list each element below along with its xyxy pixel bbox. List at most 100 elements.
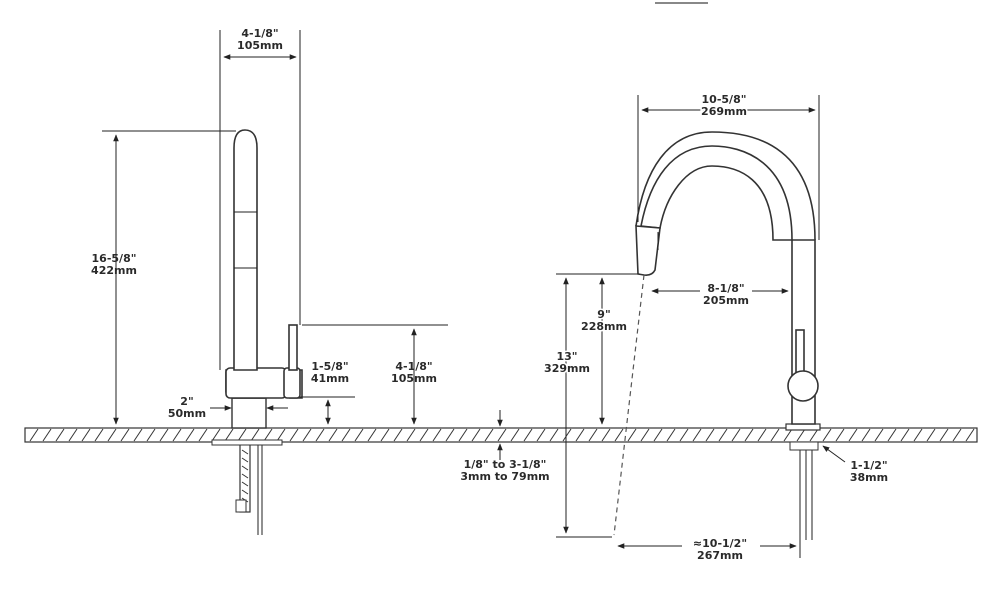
left-top-width-label: 4-1/8" 105mm bbox=[237, 27, 283, 52]
svg-text:105mm: 105mm bbox=[391, 372, 437, 385]
countertop-hatch-line bbox=[887, 428, 897, 442]
svg-text:8-1/8": 8-1/8" bbox=[707, 282, 744, 295]
countertop-hatch-line bbox=[172, 428, 182, 442]
countertop-hatch-line bbox=[939, 428, 949, 442]
countertop-hatch-line bbox=[744, 428, 754, 442]
countertop-hatch-line bbox=[354, 428, 364, 442]
countertop-hatch-line bbox=[302, 428, 312, 442]
left-spout-height-label: 4-1/8" 105mm bbox=[391, 360, 437, 385]
countertop-hatch-line bbox=[250, 428, 260, 442]
svg-text:205mm: 205mm bbox=[703, 294, 749, 307]
countertop-hatch-line bbox=[809, 428, 819, 442]
countertop-hatch-line bbox=[29, 428, 39, 442]
svg-text:16-5/8": 16-5/8" bbox=[92, 252, 137, 265]
countertop-hatch-line bbox=[380, 428, 390, 442]
right-spout-clearance-label: 9" 228mm bbox=[580, 307, 629, 335]
countertop-hatch-line bbox=[705, 428, 715, 442]
countertop-hatch-line bbox=[770, 428, 780, 442]
right-dimension-lines bbox=[556, 95, 846, 558]
countertop-hatch-line bbox=[835, 428, 845, 442]
countertop-hatch-line bbox=[510, 428, 520, 442]
svg-text:269mm: 269mm bbox=[701, 105, 747, 118]
countertop-hatch-line bbox=[575, 428, 585, 442]
countertop-hatch-line bbox=[601, 428, 611, 442]
countertop-hatch-line bbox=[588, 428, 598, 442]
svg-text:38mm: 38mm bbox=[850, 471, 888, 484]
countertop-hatch-line bbox=[458, 428, 468, 442]
svg-text:1-1/2": 1-1/2" bbox=[850, 459, 887, 472]
countertop-hatch-line bbox=[965, 428, 975, 442]
countertop-hatch-line bbox=[289, 428, 299, 442]
deck-thickness-label: 1/8" to 3-1/8" 3mm to 79mm bbox=[460, 458, 549, 483]
countertop-hatch-line bbox=[237, 428, 247, 442]
svg-text:1/8" to 3-1/8": 1/8" to 3-1/8" bbox=[464, 458, 547, 471]
countertop-hatch-line bbox=[120, 428, 130, 442]
countertop-hatch-line bbox=[523, 428, 533, 442]
left-lever-height-label: 1-5/8" 41mm bbox=[311, 360, 349, 385]
countertop-hatch-line bbox=[68, 428, 78, 442]
countertop-hatch-line bbox=[341, 428, 351, 442]
countertop-hatch-line bbox=[900, 428, 910, 442]
countertop-hatch-line bbox=[367, 428, 377, 442]
countertop-hatch-line bbox=[419, 428, 429, 442]
right-overall-clearance-label: 13" 329mm bbox=[543, 349, 592, 377]
countertop-hatch-line bbox=[783, 428, 793, 442]
svg-text:50mm: 50mm bbox=[168, 407, 206, 420]
countertop bbox=[24, 427, 978, 443]
countertop-hatch-line bbox=[159, 428, 169, 442]
countertop-hatch-line bbox=[198, 428, 208, 442]
right-overall-reach-label: 10-5/8" 269mm bbox=[700, 93, 749, 120]
right-spout-reach-label: 8-1/8" 205mm bbox=[703, 282, 749, 307]
svg-text:4-1/8": 4-1/8" bbox=[241, 27, 278, 40]
countertop-hatch-line bbox=[692, 428, 702, 442]
countertop-hatch-line bbox=[146, 428, 156, 442]
countertop-hatch-line bbox=[653, 428, 663, 442]
countertop-hatch-line bbox=[926, 428, 936, 442]
countertop-hatch-line bbox=[536, 428, 546, 442]
left-base-diameter-label: 2" 50mm bbox=[168, 395, 206, 420]
countertop-hatch-line bbox=[861, 428, 871, 442]
countertop-hatch-line bbox=[614, 428, 624, 442]
countertop-hatch-line bbox=[107, 428, 117, 442]
countertop-hatch-line bbox=[94, 428, 104, 442]
svg-text:228mm: 228mm bbox=[581, 320, 627, 333]
left-dimension-lines bbox=[102, 30, 503, 460]
countertop-hatch-line bbox=[133, 428, 143, 442]
countertop-hatch-line bbox=[224, 428, 234, 442]
right-shank-diameter-label: 1-1/2" 38mm bbox=[850, 459, 888, 484]
countertop-hatch-line bbox=[315, 428, 325, 442]
countertop-hatch-line bbox=[263, 428, 273, 442]
svg-text:3mm to 79mm: 3mm to 79mm bbox=[460, 470, 549, 483]
svg-text:41mm: 41mm bbox=[311, 372, 349, 385]
faucet-side-view bbox=[211, 129, 303, 535]
faucet-front-view bbox=[613, 131, 821, 540]
countertop-hatch-line bbox=[848, 428, 858, 442]
countertop-hatch-line bbox=[627, 428, 637, 442]
svg-text:105mm: 105mm bbox=[237, 39, 283, 52]
countertop-hatch-line bbox=[445, 428, 455, 442]
svg-text:≈10-1/2": ≈10-1/2" bbox=[693, 537, 747, 550]
countertop-hatch-line bbox=[406, 428, 416, 442]
svg-text:1-5/8": 1-5/8" bbox=[311, 360, 348, 373]
countertop-hatch-line bbox=[484, 428, 494, 442]
svg-text:2": 2" bbox=[180, 395, 193, 408]
countertop-hatch-line bbox=[276, 428, 286, 442]
left-height-label: 16-5/8" 422mm bbox=[91, 252, 137, 277]
svg-text:329mm: 329mm bbox=[544, 362, 590, 375]
svg-text:9": 9" bbox=[597, 308, 610, 321]
countertop-hatch-line bbox=[393, 428, 403, 442]
countertop-hatch-line bbox=[471, 428, 481, 442]
countertop-hatch-line bbox=[497, 428, 507, 442]
countertop-hatch-line bbox=[757, 428, 767, 442]
countertop-hatch-line bbox=[718, 428, 728, 442]
countertop-hatch-line bbox=[874, 428, 884, 442]
countertop-hatch-line bbox=[185, 428, 195, 442]
countertop-hatch-line bbox=[549, 428, 559, 442]
right-pull-out-reach-label: ≈10-1/2" 267mm bbox=[693, 537, 747, 562]
svg-text:13": 13" bbox=[556, 350, 577, 363]
countertop-hatch-line bbox=[679, 428, 689, 442]
svg-text:267mm: 267mm bbox=[697, 549, 743, 562]
countertop-hatch-line bbox=[42, 428, 52, 442]
countertop-hatch-line bbox=[328, 428, 338, 442]
